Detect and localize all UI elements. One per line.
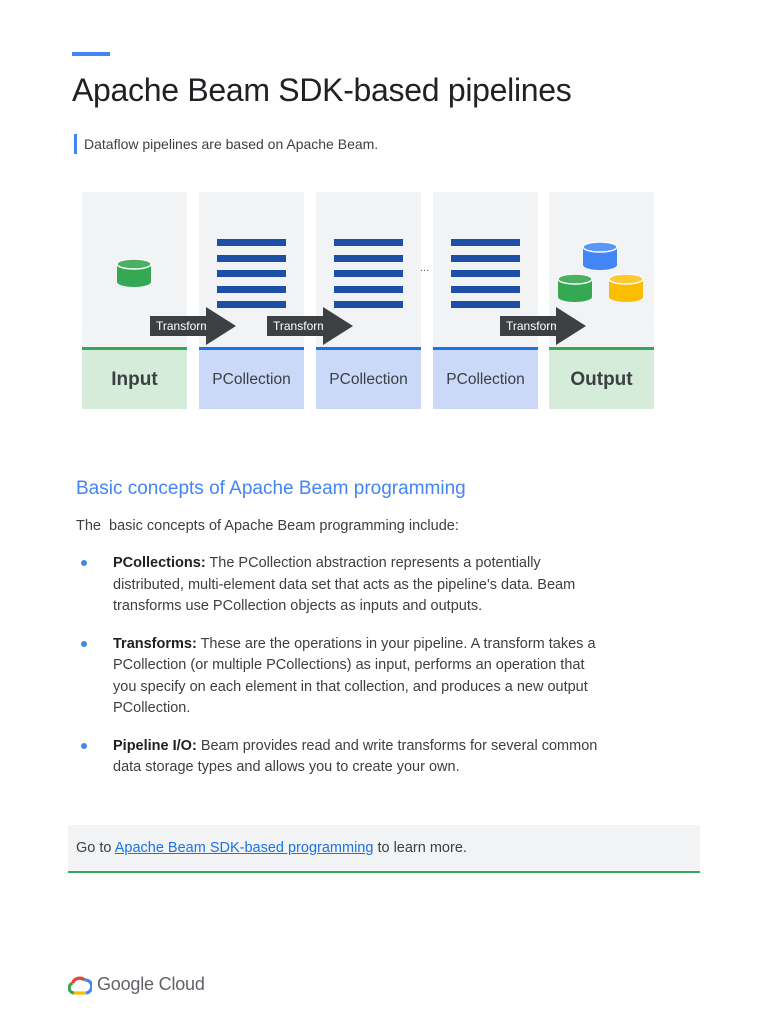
column-panel (82, 192, 187, 347)
concepts-list: PCollections: The PCollection abstractio… (76, 553, 606, 795)
diagram-ellipsis: ... (420, 262, 430, 274)
diagram-label-pcollection: PCollection (433, 347, 538, 409)
list-lines-icon (451, 239, 520, 317)
list-lines-icon (217, 239, 286, 317)
google-cloud-logo: Google Cloud (68, 974, 205, 995)
section-intro: The basic concepts of Apache Beam progra… (76, 518, 459, 534)
diagram-label-pcollection: PCollection (199, 347, 304, 409)
section-heading: Basic concepts of Apache Beam programmin… (76, 478, 466, 499)
arrow-head-icon (556, 307, 586, 345)
blue-database-icon (582, 242, 618, 270)
arrow-head-icon (206, 307, 236, 345)
diagram-column-input: Input (82, 192, 187, 409)
logo-text: Google Cloud (97, 974, 205, 994)
diagram-column-pcollection-2: PCollection (316, 192, 421, 409)
transform-arrow-2: Transform (267, 307, 353, 345)
diagram-column-pcollection-1: PCollection (199, 192, 304, 409)
diagram-column-output: Output (549, 192, 654, 409)
yellow-database-icon (608, 274, 644, 302)
list-item-term: PCollections: (113, 555, 206, 571)
transform-arrow-1: Transform (150, 307, 236, 345)
bullet-icon (81, 742, 87, 749)
list-lines-icon (334, 239, 403, 317)
diagram-label-output: Output (549, 347, 654, 409)
apache-beam-programming-link[interactable]: Apache Beam SDK-based programming (114, 840, 374, 856)
transform-label: Transform (500, 316, 560, 336)
list-item-text: The PCollection abstraction represents a… (113, 555, 576, 614)
diagram-label-input: Input (82, 347, 187, 409)
list-item: PCollections: The PCollection abstractio… (76, 553, 606, 618)
list-item-text: Beam provides read and write transforms … (113, 737, 598, 776)
learn-more-callout: Go to Apache Beam SDK-based programming … (68, 825, 700, 873)
list-item: Transforms: These are the operations in … (76, 634, 606, 720)
green-database-icon (557, 274, 593, 302)
list-item-term: Transforms: (113, 635, 197, 652)
transform-arrow-3: Transform (500, 307, 586, 345)
green-database-icon (116, 259, 152, 287)
transform-label: Transform (267, 316, 327, 336)
transform-label: Transform (150, 316, 210, 336)
diagram-column-pcollection-3: PCollection (433, 192, 538, 409)
pipeline-diagram: Input PCollection PCollection PCollectio… (82, 192, 655, 409)
page-title: Apache Beam SDK-based pipelines (72, 72, 572, 108)
list-item-term: Pipeline I/O: (113, 737, 197, 754)
list-item: Pipeline I/O: Beam provides read and wri… (76, 736, 606, 779)
callout-suffix: to learn more. (373, 840, 467, 856)
google-cloud-icon (68, 976, 92, 995)
bullet-icon (81, 640, 87, 647)
page-subtitle: Dataflow pipelines are based on Apache B… (74, 134, 378, 154)
arrow-head-icon (323, 307, 353, 345)
list-item-text: These are the operations in your pipelin… (113, 635, 596, 717)
callout-prefix: Go to (76, 840, 115, 856)
title-accent-bar (72, 52, 110, 56)
diagram-label-pcollection: PCollection (316, 347, 421, 409)
bullet-icon (81, 560, 87, 566)
